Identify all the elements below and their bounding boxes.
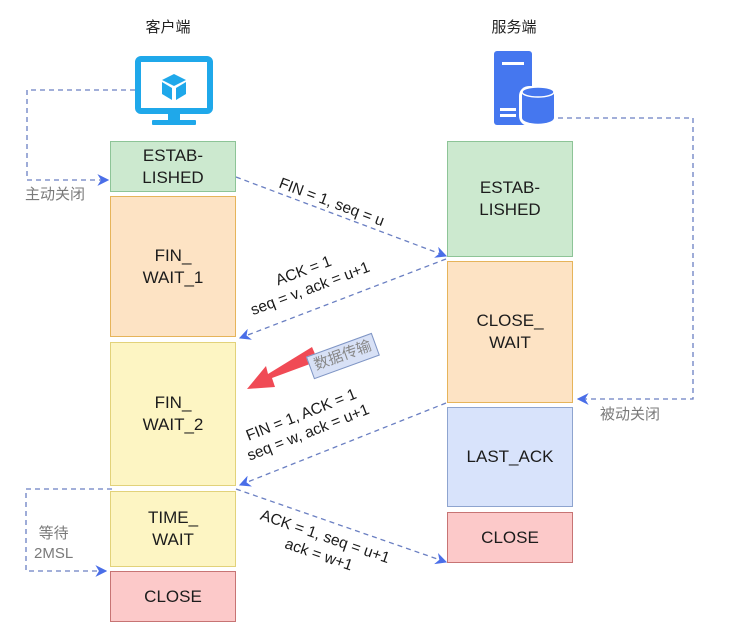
message-arrow-ack (238, 258, 447, 340)
message-arrow-fin-ack (238, 402, 447, 487)
client-state-established: ESTAB- LISHED (110, 141, 236, 192)
server-state-last-ack: LAST_ACK (447, 407, 573, 507)
server-state-established: ESTAB- LISHED (447, 141, 573, 257)
message-arrow-fin (235, 176, 448, 258)
wait-2msl-connector (25, 488, 112, 577)
client-state-close: CLOSE (110, 571, 236, 622)
message-arrow-last-ack (235, 488, 448, 565)
server-database-icon (494, 51, 557, 126)
server-title: 服务端 (491, 19, 537, 36)
client-state-fin-wait-2: FIN_ WAIT_2 (110, 342, 236, 486)
monitor-cube-icon (135, 56, 213, 125)
server-state-close-wait: CLOSE_ WAIT (447, 261, 573, 403)
data-transfer-arrow (247, 347, 318, 389)
active-close-label: 主动关闭 (25, 186, 86, 203)
passive-close-connector (558, 117, 694, 405)
wait-2msl-label: 等待 2MSL (34, 525, 74, 562)
client-title: 客户端 (145, 19, 191, 36)
server-state-close: CLOSE (447, 512, 573, 563)
client-state-fin-wait-1: FIN_ WAIT_1 (110, 196, 236, 337)
active-close-connector (26, 89, 135, 186)
passive-close-label: 被动关闭 (600, 406, 661, 423)
client-state-time-wait: TIME_ WAIT (110, 491, 236, 567)
